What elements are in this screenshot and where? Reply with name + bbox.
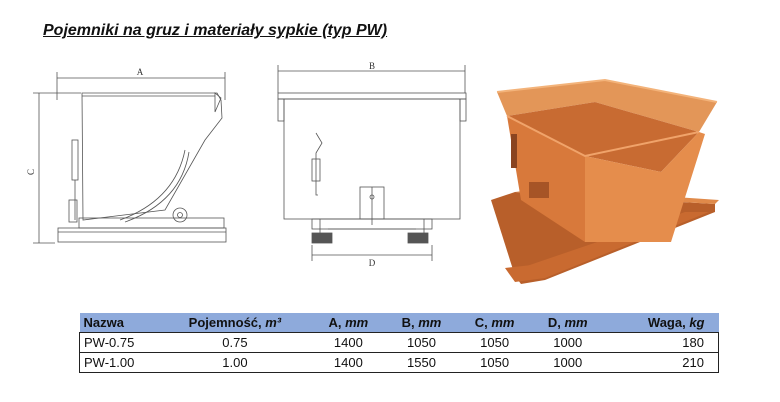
- table-row: PW-1.00 1.00 1400 1550 1050 1000 210: [79, 352, 720, 373]
- cell-c: 1050: [458, 332, 532, 353]
- cell-a: 1400: [311, 332, 385, 353]
- dimension-a-label: A: [137, 67, 144, 77]
- table-header-row: Nazwa Pojemność, m³ A, mm B, mm C, mm D,…: [79, 313, 719, 333]
- specifications-table: Nazwa Pojemność, m³ A, mm B, mm C, mm D,…: [79, 313, 720, 373]
- side-view-drawing: A C: [26, 67, 227, 244]
- cell-name: PW-1.00: [79, 352, 158, 373]
- cell-name: PW-0.75: [79, 332, 158, 353]
- cell-d: 1000: [531, 332, 605, 353]
- column-header-d: D, mm: [531, 313, 605, 333]
- cell-weight: 210: [604, 352, 720, 373]
- cell-b: 1550: [384, 352, 459, 373]
- column-header-a: A, mm: [311, 313, 385, 333]
- cell-capacity: 0.75: [158, 332, 312, 353]
- cell-d: 1000: [531, 352, 605, 373]
- dimension-d-label: D: [369, 258, 376, 268]
- column-header-weight: Waga, kg: [604, 313, 719, 333]
- front-view-drawing: B D: [277, 61, 467, 268]
- cell-c: 1050: [458, 352, 532, 373]
- dimension-b-label: B: [369, 61, 375, 71]
- column-header-capacity: Pojemność, m³: [158, 313, 312, 333]
- column-header-c: C, mm: [458, 313, 532, 333]
- cell-b: 1050: [384, 332, 459, 353]
- cell-weight: 180: [604, 332, 720, 353]
- column-header-name: Nazwa: [79, 313, 158, 333]
- tipping-bin-image: [491, 78, 719, 284]
- cell-capacity: 1.00: [158, 352, 312, 373]
- dimension-c-label: C: [26, 169, 36, 175]
- column-header-b: B, mm: [384, 313, 459, 333]
- cell-a: 1400: [311, 352, 385, 373]
- table-row: PW-0.75 0.75 1400 1050 1050 1000 180: [79, 332, 720, 353]
- page-title: Pojemniki na gruz i materiały sypkie (ty…: [43, 22, 388, 39]
